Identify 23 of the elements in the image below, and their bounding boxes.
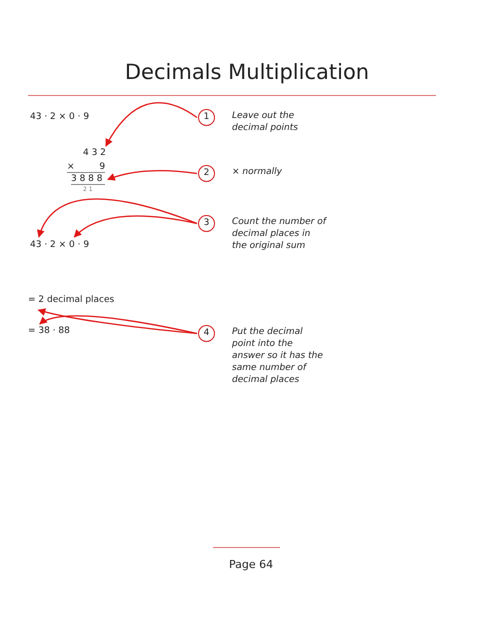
curved-arrow [105,102,198,147]
step-text: Count the number of decimal places in the original sum [232,216,327,252]
step-text: Leave out the decimal points [232,110,299,134]
math-expression: 4 3 2 [83,148,106,158]
page-number: Page 64 [229,558,274,571]
numbered-circle: 1 [198,109,215,126]
curved-arrow [38,198,198,238]
math-expression: 43 · 2 × 0 · 9 [30,240,90,250]
numbered-circle: 4 [198,325,215,342]
curved-arrow [74,215,198,238]
math-expression: = 2 decimal places [28,295,114,305]
step-text: × normally [232,166,283,178]
title: Decimals Multiplication [124,60,370,84]
math-expression: 3 8 8 8 [71,174,104,185]
step-text: Put the decimal point into the answer so it has the same number of decimal places [232,326,324,386]
math-expression: = 38 · 88 [28,326,70,336]
curved-arrow [38,308,198,334]
math-expression: 43 · 2 × 0 · 9 [30,112,90,122]
curved-arrow [39,315,198,334]
curved-arrow [107,170,198,181]
math-expression: × 9 [67,162,105,173]
numbered-circle: 2 [198,165,215,182]
numbered-circle: 3 [198,215,215,232]
